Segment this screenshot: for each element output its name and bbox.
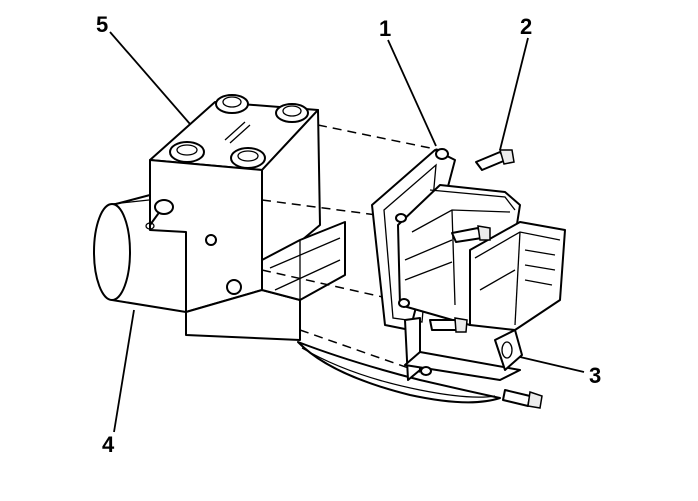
brake-line-port	[215, 94, 249, 114]
callout-1: 1	[379, 16, 391, 41]
brake-line-port	[275, 103, 309, 123]
module-gasket	[297, 341, 501, 404]
mounting-bolt	[429, 317, 468, 333]
callout-5: 5	[96, 12, 108, 37]
leader-lines	[109, 31, 585, 433]
mounting-bolt	[502, 389, 543, 409]
callout-2: 2	[520, 14, 532, 39]
brake-line-port	[169, 141, 205, 163]
mounting-bolt	[475, 149, 515, 171]
callout-3: 3	[589, 363, 601, 388]
electronic-control-module	[371, 148, 566, 381]
hydraulic-valve-block	[145, 94, 346, 341]
mounting-bolt	[451, 225, 491, 243]
callout-4: 4	[102, 432, 115, 457]
brake-line-port	[230, 147, 266, 169]
